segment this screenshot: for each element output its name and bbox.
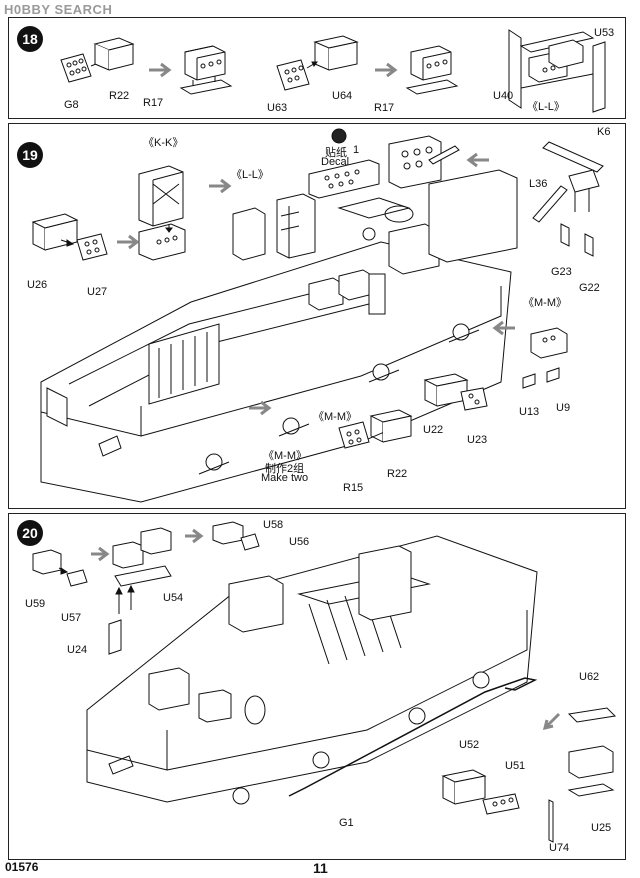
part-k6-l36-drawing xyxy=(532,141,604,257)
step-20-drawing xyxy=(32,521,617,843)
section-mm-center: 《M-M》 xyxy=(313,411,357,423)
label-u64: U64 xyxy=(332,90,353,102)
step-20-badge: 20 xyxy=(17,520,43,546)
label-u24: U24 xyxy=(67,644,88,656)
section-kk: 《K-K》 xyxy=(143,137,184,149)
label-u9: U9 xyxy=(556,402,571,414)
product-code: 01576 xyxy=(5,860,39,874)
label-u74: U74 xyxy=(549,842,570,854)
section-mm-right: 《M-M》 xyxy=(523,297,567,309)
label-u52: U52 xyxy=(459,739,480,751)
label-g22: G22 xyxy=(579,282,600,294)
section-ll-19: 《L-L》 xyxy=(231,169,269,181)
part-u59-u57-drawing xyxy=(32,549,88,587)
label-u57: U57 xyxy=(61,612,82,624)
decal-sheet-drawing xyxy=(308,159,380,199)
label-u26: U26 xyxy=(27,279,48,291)
part-r15-r22-drawing xyxy=(338,409,413,449)
label-l36: L36 xyxy=(529,178,548,190)
label-u13: U13 xyxy=(519,406,540,418)
label-decal-en: Decal xyxy=(321,156,350,168)
label-u25: U25 xyxy=(591,822,612,834)
label-r22: R22 xyxy=(109,90,130,102)
label-u54: U54 xyxy=(163,592,184,604)
chassis-hull-20-drawing xyxy=(86,535,538,803)
label-g23: G23 xyxy=(551,266,572,278)
label-g8: G8 xyxy=(64,99,79,111)
part-u22-u23-drawing xyxy=(423,373,488,411)
label-u59: U59 xyxy=(25,598,46,610)
step-19-drawing xyxy=(31,128,604,503)
label-r17-a: R17 xyxy=(143,97,164,109)
label-decal-cn: 贴纸 xyxy=(325,147,347,159)
label-u22: U22 xyxy=(423,424,444,436)
part-r17-assembly-b xyxy=(405,45,459,95)
part-g1-cable xyxy=(288,677,538,797)
label-r17-b: R17 xyxy=(374,102,395,114)
label-u23: U23 xyxy=(467,434,488,446)
page-number: 11 xyxy=(313,860,328,876)
label-u58: U58 xyxy=(263,519,284,531)
suspension-drawing xyxy=(198,323,480,475)
label-k6: K6 xyxy=(597,126,611,138)
step-18-badge: 18 xyxy=(17,26,43,52)
label-u27: U27 xyxy=(87,286,108,298)
part-mm-right-drawing xyxy=(522,327,568,389)
part-r17-assembly-a xyxy=(179,45,233,95)
label-u63: U63 xyxy=(267,102,288,114)
label-u62: U62 xyxy=(579,671,600,683)
part-u64-drawing xyxy=(313,35,359,71)
step-18-drawing xyxy=(60,29,606,113)
step-20-panel: 20 xyxy=(8,513,626,860)
label-r15: R15 xyxy=(343,482,364,494)
step-18-panel: 18 xyxy=(8,17,626,119)
part-u40-u53-rack xyxy=(508,29,606,113)
part-r22-drawing xyxy=(93,37,135,71)
label-decal-num: 1 xyxy=(353,144,360,156)
label-make-two-cn: 制作2组 xyxy=(265,463,305,475)
part-g8-drawing xyxy=(60,53,92,83)
part-u54-drawing xyxy=(108,527,172,655)
dashboard-panel-drawing xyxy=(388,135,460,189)
interior-upper-drawing xyxy=(232,169,518,315)
part-u58-u56-drawing xyxy=(212,521,260,551)
label-g1: G1 xyxy=(339,817,354,829)
chassis-hull-drawing xyxy=(40,241,512,503)
label-u40: U40 xyxy=(493,90,514,102)
section-mm-bottom: 《M-M》 xyxy=(263,450,307,462)
label-u56: U56 xyxy=(289,536,310,548)
section-ll-18: 《L-L》 xyxy=(527,101,565,113)
watermark: H0BBY SEARCH xyxy=(4,2,113,17)
part-u26-u27-drawing xyxy=(31,213,108,261)
label-u53: U53 xyxy=(594,27,615,39)
label-make-two-en: Make two xyxy=(261,472,309,484)
step-19-panel: 19 xyxy=(8,123,626,509)
part-kk-box-drawing xyxy=(138,165,186,261)
label-r22-19: R22 xyxy=(387,468,408,480)
step-19-badge: 19 xyxy=(17,142,43,168)
suspension-20-drawing xyxy=(232,671,490,805)
part-u52-u51-drawing xyxy=(441,769,520,815)
part-u62-u25-drawing xyxy=(548,707,617,843)
part-u63-drawing xyxy=(276,59,310,91)
label-u51: U51 xyxy=(505,760,526,772)
